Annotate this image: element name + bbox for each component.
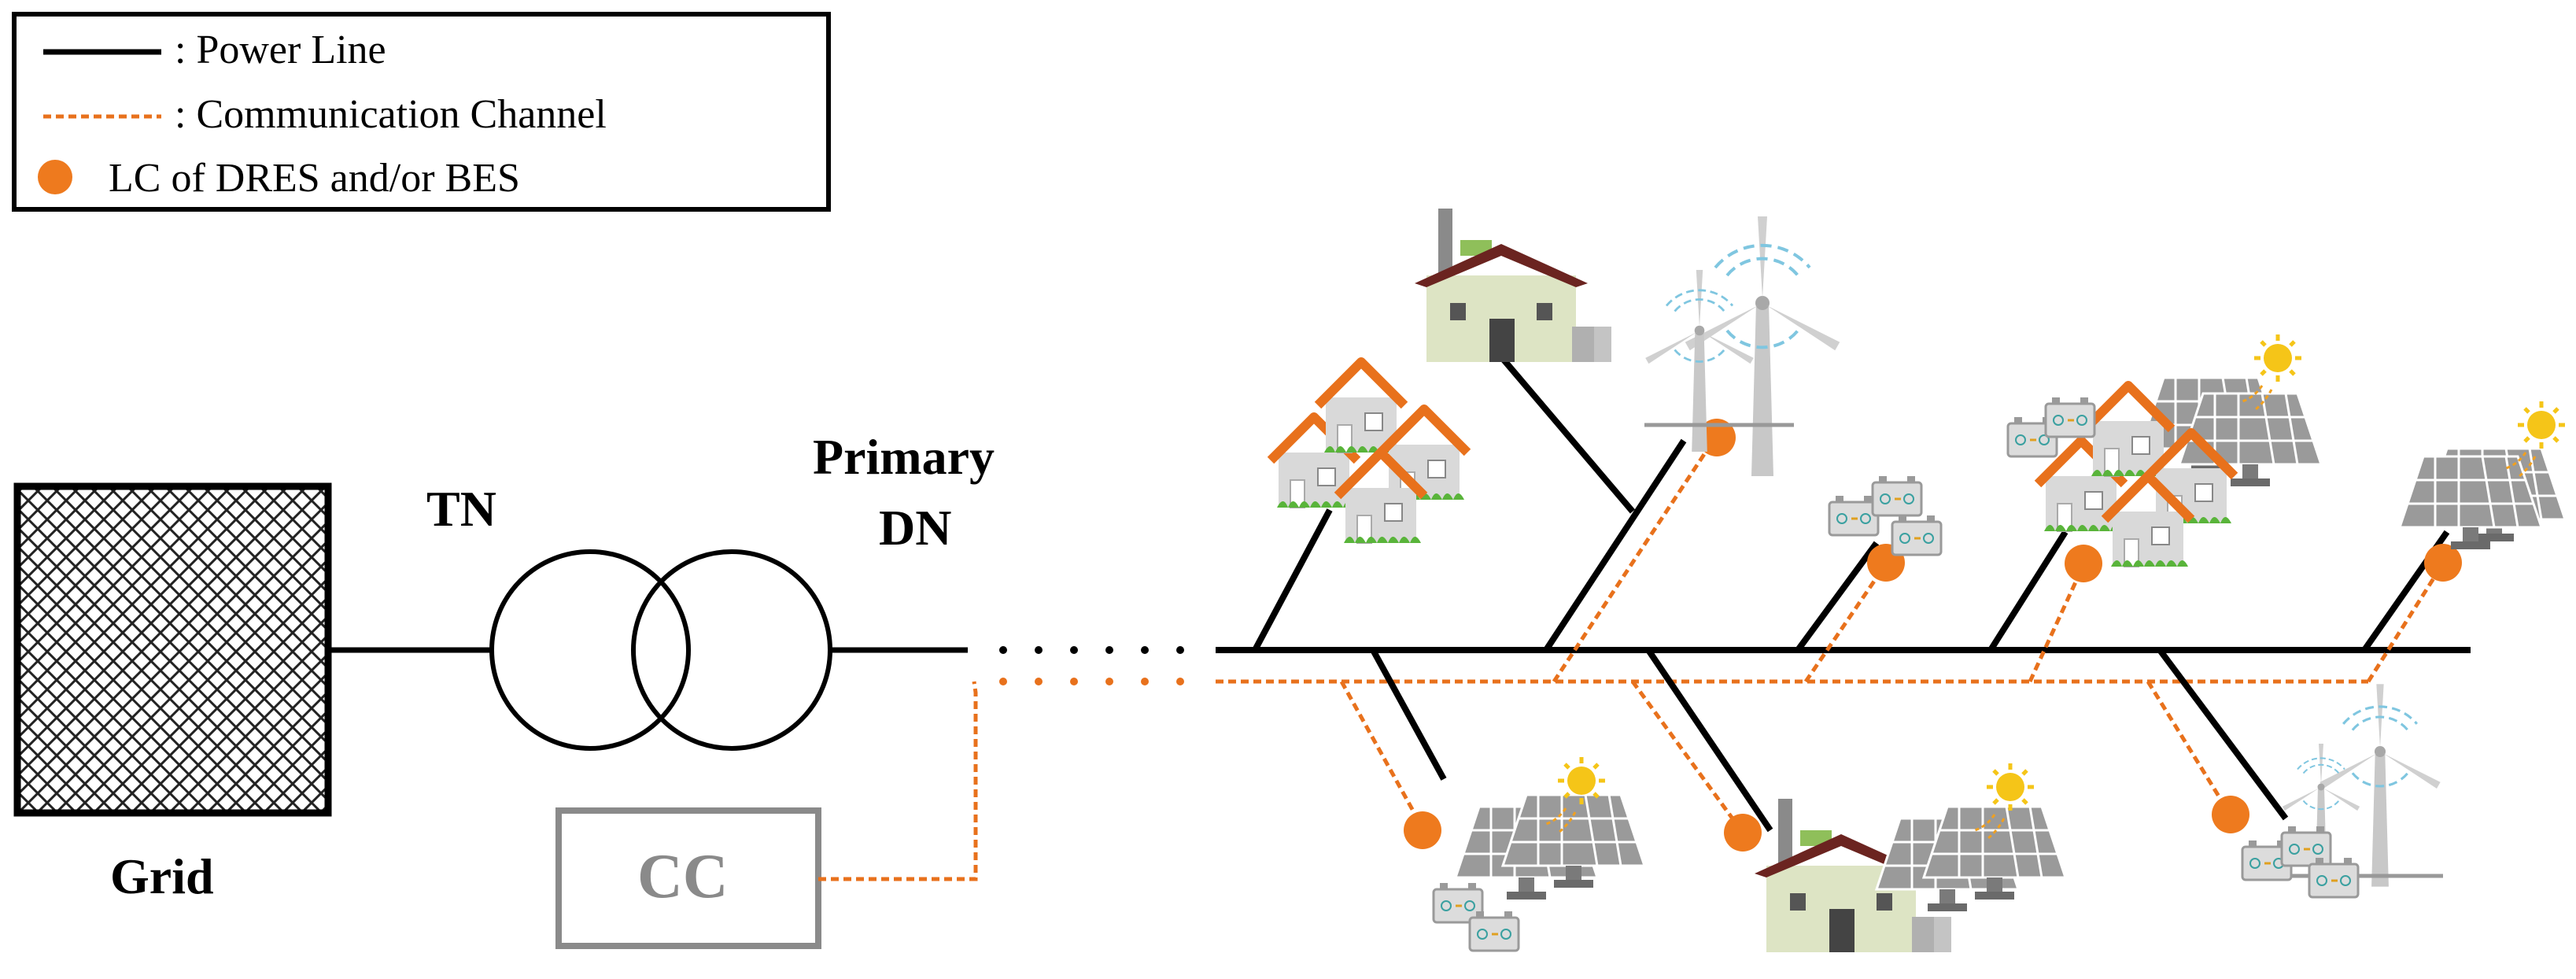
legend-lc-label: LC of DRES and/or BES bbox=[109, 156, 520, 201]
legend: : Power Line : Communication Channel LC … bbox=[12, 12, 831, 212]
solar-panel-icon bbox=[1454, 793, 1646, 901]
power-line-continuation bbox=[999, 646, 1184, 654]
house-cluster-icon bbox=[1271, 362, 1467, 543]
solar-panel-icon bbox=[2398, 447, 2567, 551]
lc-nodes bbox=[1404, 419, 2462, 852]
hatched-grid-block-icon bbox=[13, 482, 332, 817]
communication-continuation bbox=[999, 678, 1184, 685]
battery-icon bbox=[1432, 881, 1520, 952]
legend-power-line-label: : Power Line bbox=[175, 28, 386, 72]
upper-communication-branches bbox=[1552, 436, 2445, 683]
legend-lc-icon bbox=[38, 160, 72, 194]
lc-node-icon bbox=[1698, 419, 1736, 456]
lc-node-icon bbox=[2424, 544, 2462, 582]
lc-node-icon bbox=[2065, 545, 2102, 582]
communication-cc-link bbox=[818, 681, 978, 881]
lower-power-branches bbox=[1370, 648, 2289, 833]
transformer-icon bbox=[489, 549, 832, 751]
dn-label: DN bbox=[879, 500, 951, 556]
grid-label: Grid bbox=[110, 848, 214, 904]
cc-label: CC bbox=[637, 842, 729, 911]
primary-label: Primary bbox=[813, 429, 995, 485]
battery-icon bbox=[1828, 475, 1943, 556]
lower-communication-branches bbox=[1339, 680, 2233, 834]
battery-icon bbox=[2241, 825, 2360, 899]
lc-node-icon bbox=[1724, 814, 1762, 852]
wind-turbine-icon bbox=[1644, 215, 1842, 478]
upper-power-branches bbox=[1252, 352, 2450, 652]
factory-house-icon bbox=[1415, 209, 1611, 362]
legend-frame bbox=[12, 12, 831, 212]
lc-node-icon bbox=[2212, 796, 2249, 833]
lc-node-icon bbox=[1404, 811, 1441, 849]
tn-label: TN bbox=[426, 481, 496, 537]
legend-communication-label: : Communication Channel bbox=[175, 92, 607, 137]
